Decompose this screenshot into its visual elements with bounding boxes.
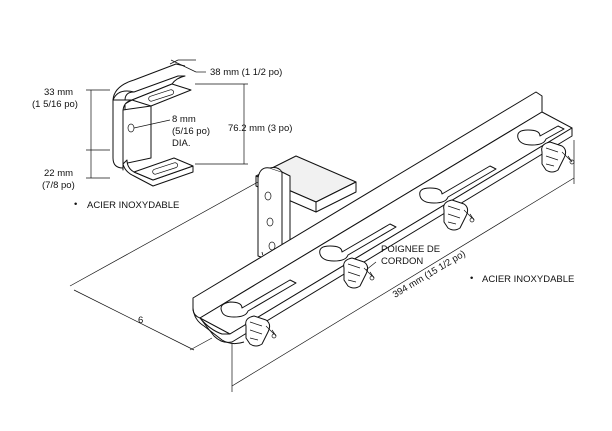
bar-length-dimension xyxy=(231,140,575,392)
cord-grip-leader xyxy=(365,261,377,271)
cord-grip-4 xyxy=(541,141,575,173)
material-right-label: ACIER INOXYDABLE xyxy=(482,274,574,285)
material-right-bullet: • xyxy=(470,273,473,284)
mount-hole-2 xyxy=(266,217,274,227)
material-left-bullet: • xyxy=(74,199,77,210)
material-left-label: ACIER INOXYDABLE xyxy=(87,200,179,211)
mount-hole-1 xyxy=(264,191,272,201)
hole-diameter-label: 8 mm xyxy=(172,114,196,125)
bracket-dimension-lines xyxy=(86,59,248,179)
cord-grip-label-line1: POIGNEE DE xyxy=(381,244,440,255)
bracket-depth-label: 76.2 mm (3 po) xyxy=(228,123,292,134)
bracket-top-slot xyxy=(148,89,174,102)
count-dimension xyxy=(69,181,259,351)
cord-grip-2 xyxy=(343,257,375,289)
bracket-height-top-inch-label: (1 5/16 po) xyxy=(32,99,78,110)
bracket-height-top-label: 33 mm xyxy=(44,87,73,98)
bracket-height-bottom-inch-label: (7/8 po) xyxy=(42,180,75,191)
bracket-bottom-slot xyxy=(152,162,178,175)
bracket-mount-hole xyxy=(127,123,135,133)
bracket-detail xyxy=(112,63,194,187)
bracket-width-label: 38 mm (1 1/2 po) xyxy=(210,67,282,78)
cord-grip-3 xyxy=(443,199,475,231)
bracket-height-bottom-label: 22 mm xyxy=(44,168,73,179)
hole-diameter-dia-label: DIA. xyxy=(172,138,190,149)
cord-grip-1 xyxy=(245,315,277,347)
rack-assembly xyxy=(192,91,575,347)
count-marker-label: 6 xyxy=(138,315,143,326)
hole-diameter-inch-label: (5/16 po) xyxy=(172,126,210,137)
keyhole-slots xyxy=(220,125,565,318)
cord-grip-label-line2: CORDON xyxy=(381,256,423,267)
